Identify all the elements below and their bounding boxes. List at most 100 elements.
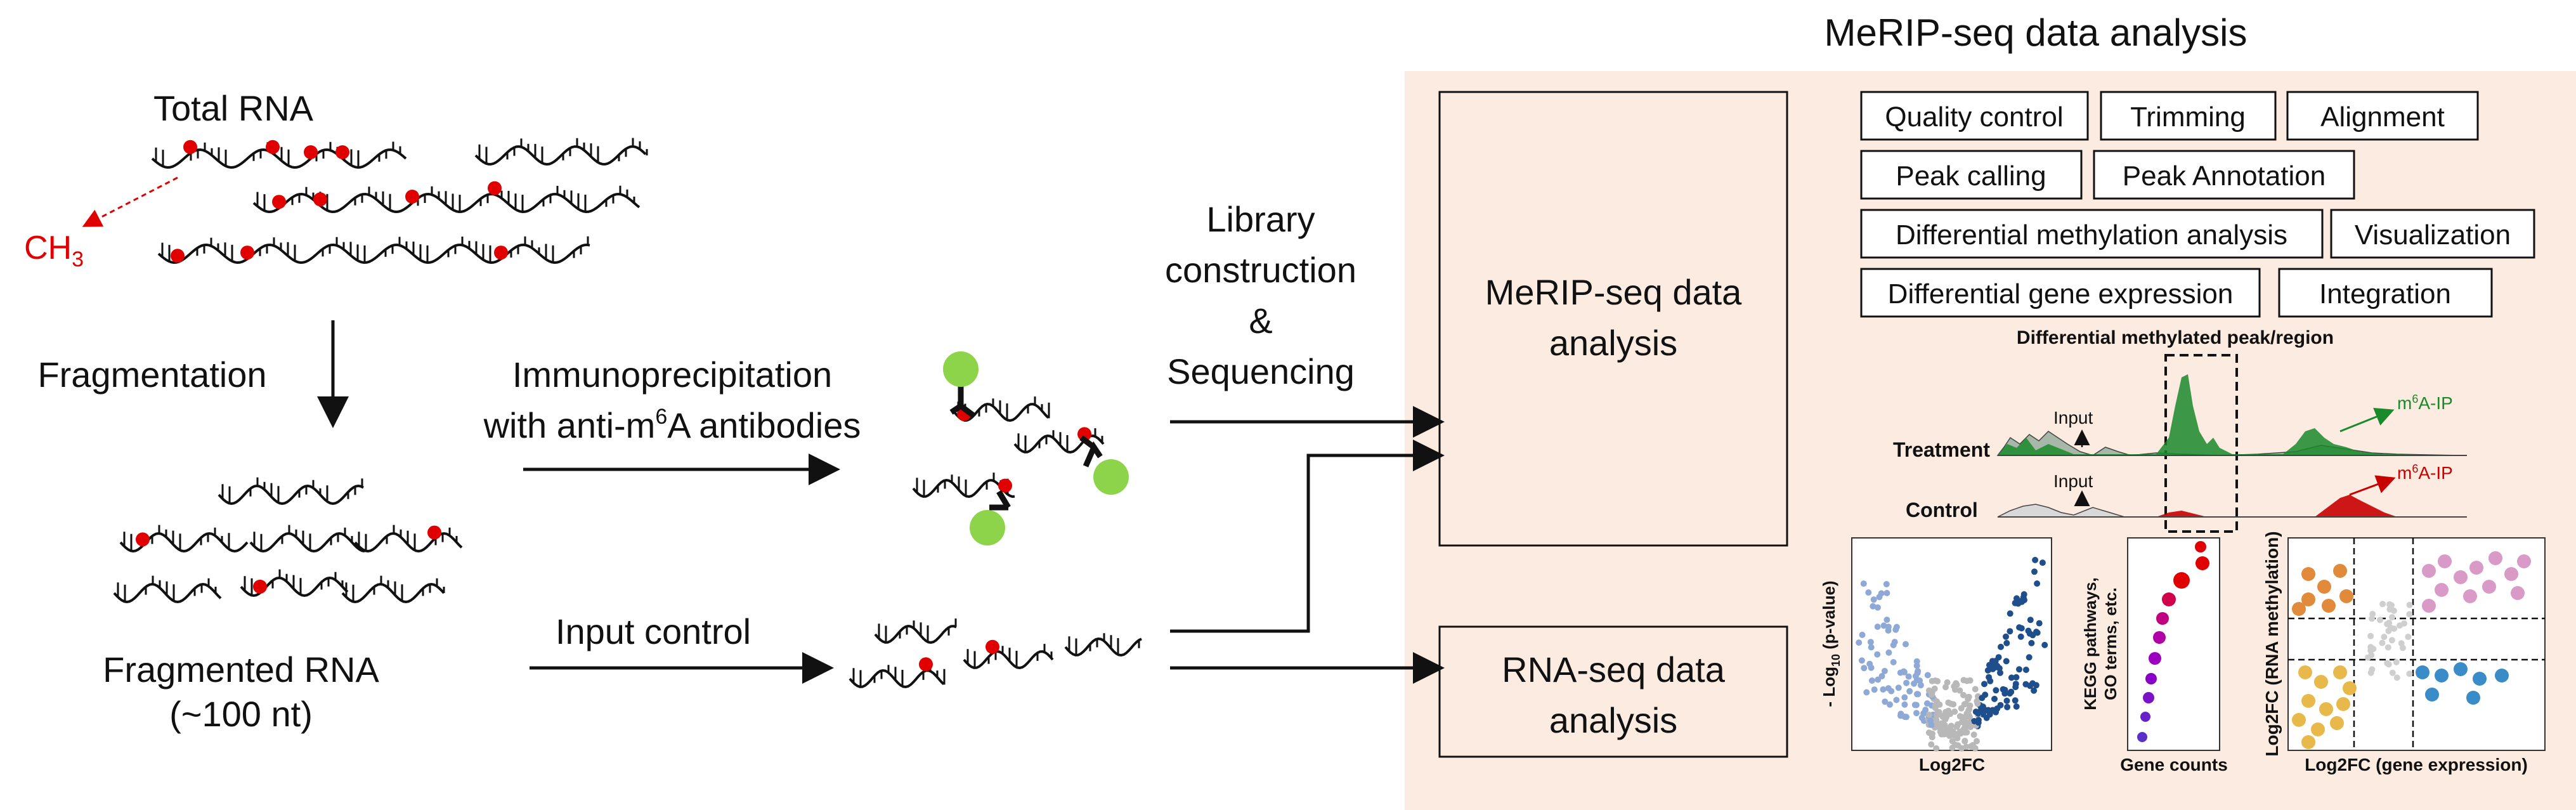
methylation-dot <box>494 245 508 260</box>
volcano-point <box>2017 633 2024 640</box>
methylation-dot <box>488 181 502 195</box>
enrichment-point <box>2137 732 2147 742</box>
volcano-point <box>1926 729 1933 736</box>
quadrant-point <box>2336 697 2350 711</box>
volcano-point <box>2028 639 2035 646</box>
volcano-point <box>2003 633 2009 640</box>
quadrant-plot-frame <box>2287 537 2546 751</box>
volcano-point <box>2032 556 2039 563</box>
methylation-dot <box>427 525 441 540</box>
methylation-dot <box>986 639 999 654</box>
quadrant-point <box>2368 652 2375 658</box>
quadrant-point <box>2370 646 2377 652</box>
volcano-point <box>2013 595 2020 602</box>
quadrant-point <box>2301 735 2315 749</box>
step-integration: Integration <box>2278 268 2493 318</box>
quadrant-point <box>2422 564 2436 578</box>
rnaseq-box-label-2: analysis <box>1549 700 1677 740</box>
quadrant-point <box>2435 583 2449 597</box>
quadrant-point <box>2405 634 2412 640</box>
input-control-label: Input control <box>556 611 751 651</box>
quadrant-xlabel: Log2FC (gene expression) <box>2305 755 2528 774</box>
quadrant-point <box>2469 561 2483 575</box>
volcano-point <box>1874 624 1881 630</box>
quadrant-point <box>2390 607 2397 614</box>
svg-text:Integration: Integration <box>2319 278 2451 310</box>
volcano-point <box>2031 687 2038 694</box>
rna-strand <box>912 473 1015 499</box>
treatment-input-label: Input <box>2053 408 2093 428</box>
fragmented-rna-strands <box>113 477 463 604</box>
quadrant-point <box>2398 640 2405 647</box>
enrichment-xlabel: Gene counts <box>2120 755 2228 774</box>
volcano-point <box>1868 677 1875 684</box>
volcano-point <box>1939 731 1946 738</box>
volcano-point <box>1891 639 1898 646</box>
quadrant-point <box>2435 669 2449 683</box>
volcano-point <box>1956 687 1963 694</box>
methylation-dot <box>240 245 254 260</box>
volcano-point <box>1901 694 1908 701</box>
volcano-point <box>1883 590 1890 596</box>
control-input-label: Input <box>2053 471 2093 491</box>
volcano-point <box>1865 589 1872 596</box>
volcano-point <box>1981 681 1987 688</box>
svg-text:Visualization: Visualization <box>2355 219 2511 251</box>
step-alignment: Alignment <box>2286 91 2479 141</box>
volcano-point <box>2003 658 2010 665</box>
volcano-point <box>1949 745 1956 751</box>
methylation-dot <box>304 145 318 159</box>
volcano-point <box>2034 580 2041 587</box>
rna-backbone <box>119 532 249 553</box>
quadrant-point <box>2389 669 2396 676</box>
methylation-dot <box>1077 427 1091 441</box>
volcano-point <box>1953 680 1960 687</box>
quadrant-point <box>2391 625 2398 632</box>
volcano-point <box>1901 714 1908 720</box>
ip-rna-strands <box>912 396 1105 499</box>
step-quality-control: Quality control <box>1860 91 2089 141</box>
quadrant-point <box>2379 601 2386 608</box>
rna-backbone <box>874 624 957 644</box>
rna-backbone <box>157 243 590 265</box>
enrichment-point <box>2145 673 2157 684</box>
ch3-label: CH3 <box>24 230 84 271</box>
volcano-point <box>1961 738 1968 745</box>
fragment-size-label: (~100 nt) <box>169 694 313 734</box>
treatment-label: Treatment <box>1893 438 1990 461</box>
fragmented-rna-label: Fragmented RNA <box>103 650 379 689</box>
merip-box-label-1: MeRIP-seq data <box>1485 272 1742 312</box>
step-differential-gene-expression: Differential gene expression <box>1860 268 2261 318</box>
methylation-dot <box>919 657 933 672</box>
volcano-point <box>2039 559 2046 566</box>
volcano-point <box>2003 639 2010 646</box>
volcano-point <box>1965 712 1972 719</box>
volcano-point <box>1965 719 1972 726</box>
rna-strand <box>113 575 222 604</box>
antibody-bead <box>943 351 979 387</box>
rna-backbone <box>113 582 222 604</box>
methylation-dot <box>313 192 327 207</box>
quadrant-point <box>2292 602 2306 616</box>
quadrant-point <box>2517 554 2531 568</box>
rna-backbone <box>354 532 463 553</box>
quadrant-point <box>2495 669 2509 683</box>
rna-backbone <box>849 669 945 689</box>
volcano-point <box>2007 690 2013 697</box>
quadrant-point <box>2466 691 2480 705</box>
step-visualization: Visualization <box>2330 209 2535 259</box>
volcano-point <box>1903 641 1909 648</box>
volcano-point <box>1989 658 1996 665</box>
volcano-point <box>1958 729 1964 736</box>
volcano-point <box>1913 710 1920 717</box>
methylation-dot <box>253 579 267 594</box>
quadrant-point <box>2333 564 2347 578</box>
step-peak-annotation: Peak Annotation <box>2093 150 2355 200</box>
enrichment-point <box>2140 712 2150 722</box>
svg-text:Alignment: Alignment <box>2320 101 2445 133</box>
quadrant-point <box>2406 611 2413 618</box>
quadrant-point <box>2317 580 2331 594</box>
enrichment-point <box>2156 612 2169 625</box>
quadrant-point <box>2482 580 2496 594</box>
methylation-dot <box>272 195 286 209</box>
